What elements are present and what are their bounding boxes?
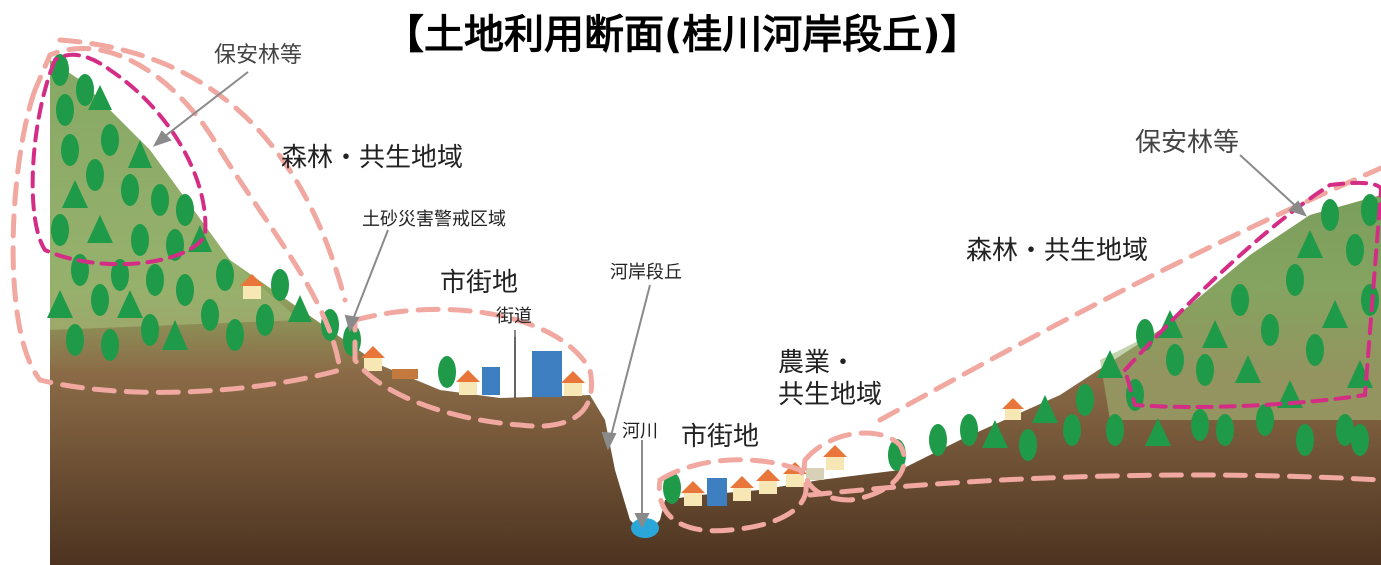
- label-shigaichi-lower: 市街地: [681, 422, 760, 452]
- label-sabo: 土砂災害警戒区域: [362, 209, 506, 230]
- river-water: [631, 518, 659, 538]
- leader-lines: [152, 71, 1308, 529]
- label-hoanrin-right: 保安林等: [1135, 128, 1240, 158]
- label-forest-right: 森林・共生地域: [966, 236, 1149, 266]
- label-nogyo-line2: 共生地域: [778, 380, 883, 410]
- label-shigaichi-upper: 市街地: [440, 268, 519, 298]
- label-kasen: 河川: [622, 421, 658, 442]
- label-kagan: 河岸段丘: [610, 262, 682, 283]
- page-title: 【土地利用断面(桂川河岸段丘)】: [384, 12, 981, 58]
- label-forest-left: 森林・共生地域: [281, 143, 464, 173]
- label-nogyo-line1: 農業・: [778, 348, 857, 378]
- label-hoanrin-left: 保安林等: [214, 43, 303, 68]
- label-kaido: 街道: [496, 306, 532, 327]
- upper-town-buildings: [240, 274, 585, 398]
- right-forest: [888, 194, 1379, 471]
- lower-town-buildings: [663, 445, 847, 506]
- terrain: [50, 60, 1381, 565]
- protected-forest-outlines: [30, 52, 1381, 409]
